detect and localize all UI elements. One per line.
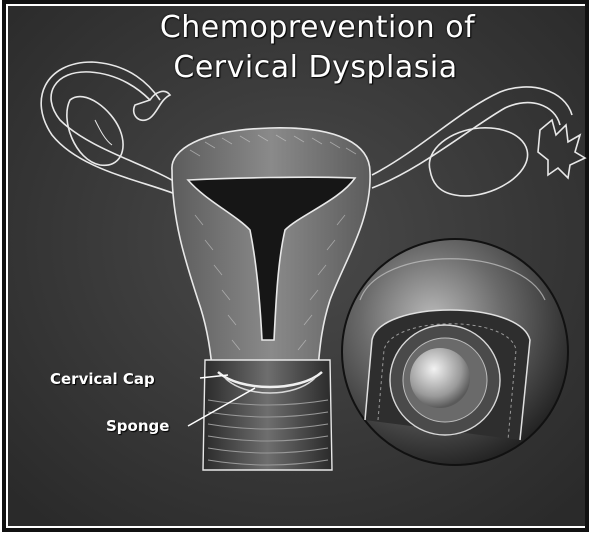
diagram-title-line-2: Cervical Dysplasia xyxy=(20,50,591,85)
diagram-title-line-1: Chemoprevention of xyxy=(22,10,591,45)
vaginal-canal xyxy=(203,360,332,470)
sponge-detail xyxy=(410,348,470,408)
sponge-label: Sponge xyxy=(106,417,169,435)
cap-detail-view xyxy=(342,239,568,465)
cervical-cap-label: Cervical Cap xyxy=(50,370,155,388)
